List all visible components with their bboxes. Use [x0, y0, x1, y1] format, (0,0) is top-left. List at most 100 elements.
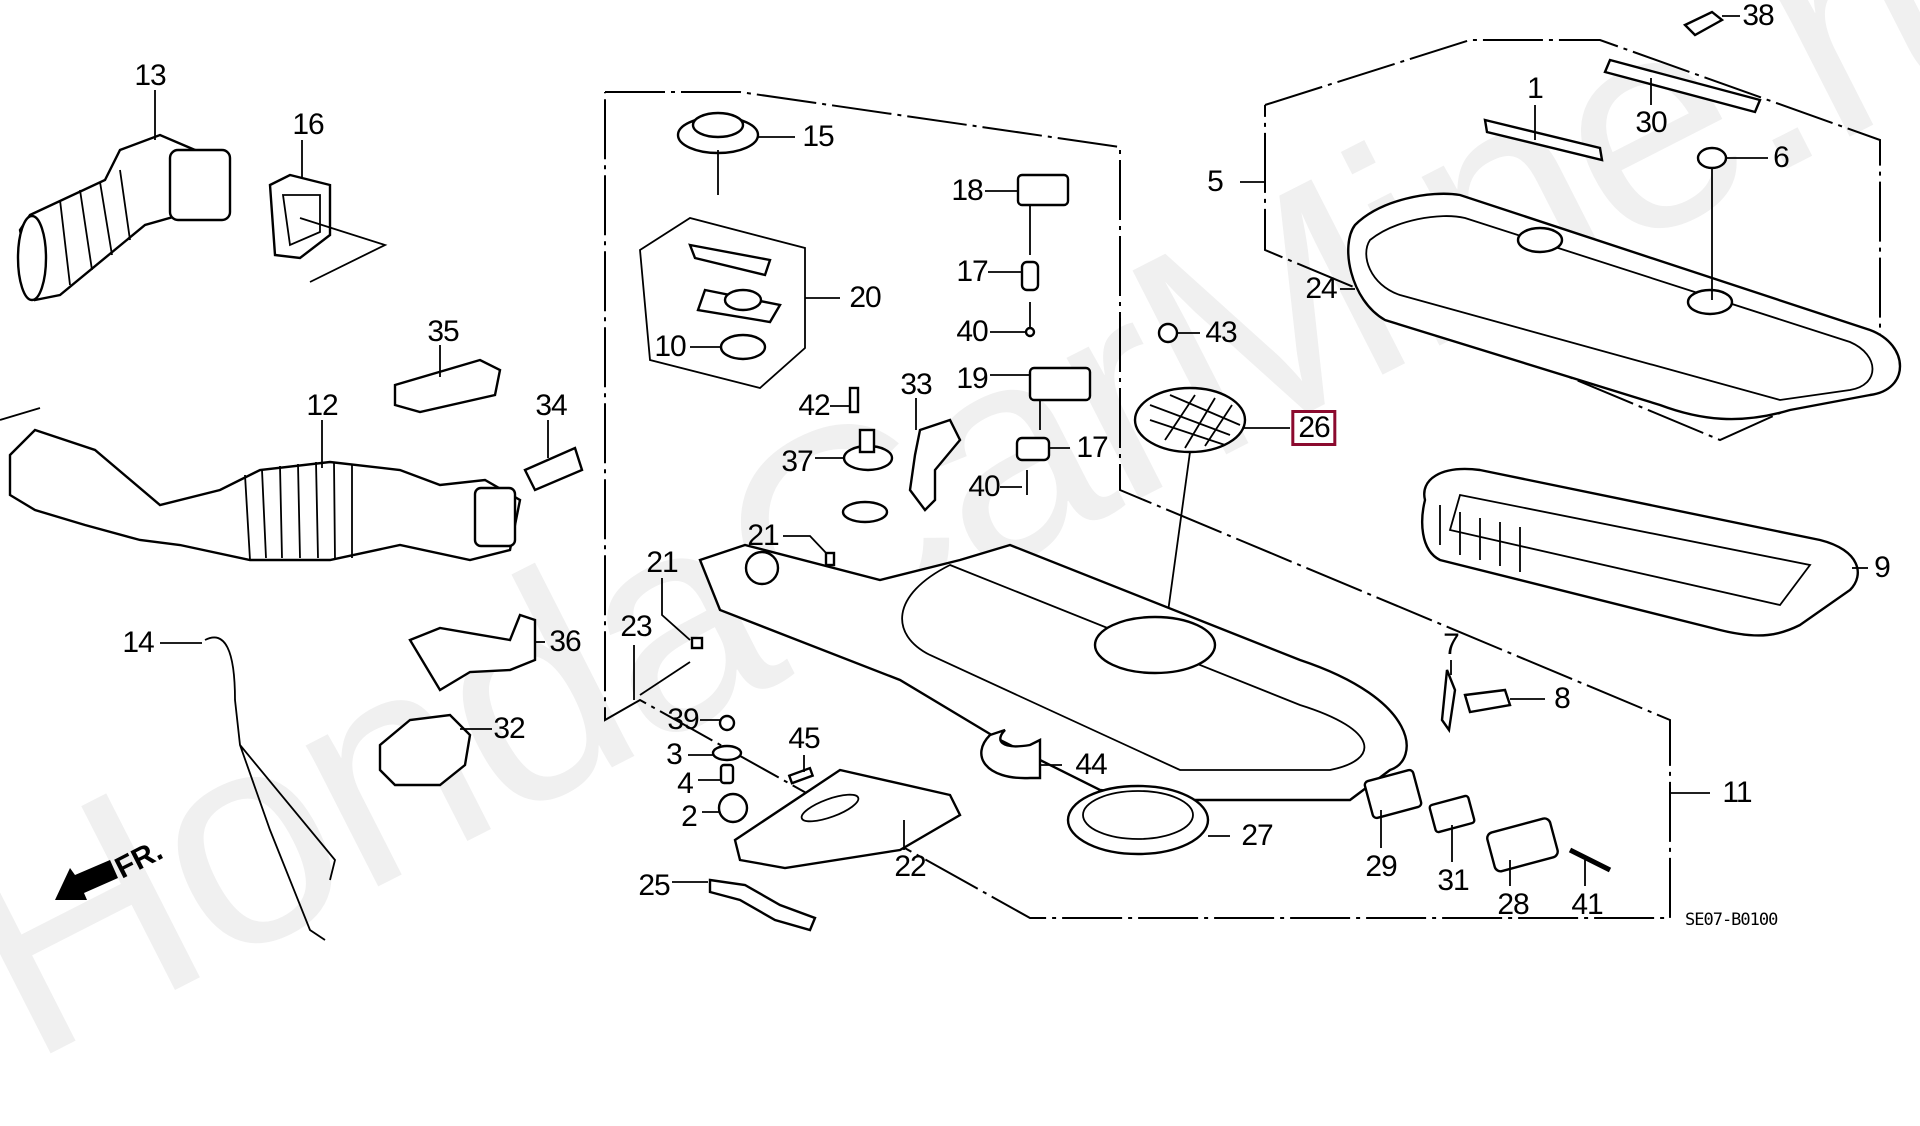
callout-36[interactable]: 36 — [549, 625, 581, 658]
callout-16[interactable]: 16 — [292, 108, 324, 141]
callout-44[interactable]: 44 — [1075, 748, 1107, 781]
part-20-kit — [688, 243, 840, 324]
callout-28[interactable]: 28 — [1497, 888, 1529, 921]
callout-33[interactable]: 33 — [900, 368, 932, 401]
part-42-bolt — [830, 386, 860, 414]
part-44-hose — [980, 728, 1062, 780]
callout-40[interactable]: 40 — [968, 470, 1000, 503]
part-21a-bolt — [783, 535, 836, 567]
callout-6[interactable]: 6 — [1773, 141, 1790, 174]
part-45-bolt — [787, 755, 815, 785]
part-26-screen — [1133, 386, 1290, 671]
callout-17[interactable]: 17 — [1076, 431, 1108, 464]
callout-32[interactable]: 32 — [493, 712, 525, 745]
part-5-cover — [1240, 181, 1902, 421]
callout-15[interactable]: 15 — [802, 120, 834, 153]
callout-37[interactable]: 37 — [781, 445, 813, 478]
callout-2[interactable]: 2 — [681, 800, 698, 833]
callout-4[interactable]: 4 — [677, 767, 694, 800]
part-33-clamp — [908, 398, 962, 512]
diagram-drawing — [0, 10, 1902, 941]
part-28-block — [1486, 817, 1559, 886]
callout-35[interactable]: 35 — [427, 315, 459, 348]
part-16-seal — [268, 140, 388, 283]
part-9-filter — [1421, 467, 1868, 637]
part-8-clip — [1463, 688, 1545, 714]
callout-3[interactable]: 3 — [666, 738, 683, 771]
part-11-housing — [698, 543, 1710, 802]
part-14-rod — [160, 636, 336, 941]
callout-27[interactable]: 27 — [1241, 819, 1273, 852]
callout-13[interactable]: 13 — [134, 59, 166, 92]
part-40b-screw — [1000, 470, 1028, 495]
callout-23[interactable]: 23 — [620, 610, 652, 643]
part-1-label — [1483, 105, 1604, 162]
part-17a-holder — [988, 260, 1040, 292]
part-38-clip — [1682, 10, 1740, 37]
part-27-seal — [1066, 784, 1230, 856]
callout-10[interactable]: 10 — [654, 330, 686, 363]
callout-41[interactable]: 41 — [1571, 888, 1603, 921]
callout-43[interactable]: 43 — [1205, 316, 1237, 349]
part-19-sensor — [990, 366, 1092, 430]
part-31-pad — [1428, 794, 1476, 862]
part-3-washer — [688, 744, 743, 762]
callout-11[interactable]: 11 — [1722, 776, 1752, 809]
part-21b-bolt — [661, 578, 704, 650]
callout-20[interactable]: 20 — [849, 281, 881, 314]
part-41-screw — [1568, 847, 1612, 886]
part-22-bracket — [733, 768, 962, 870]
part-39-nut — [700, 714, 736, 732]
callout-21[interactable]: 21 — [646, 546, 678, 579]
callout-45[interactable]: 45 — [788, 722, 820, 755]
callout-1[interactable]: 1 — [1527, 72, 1544, 105]
part-34-clip — [523, 420, 584, 492]
callout-38[interactable]: 38 — [1742, 0, 1774, 32]
callout-12[interactable]: 12 — [306, 389, 338, 422]
callout-31[interactable]: 31 — [1437, 864, 1469, 897]
callout-21[interactable]: 21 — [747, 519, 779, 552]
callout-22[interactable]: 22 — [894, 850, 926, 883]
part-18-sensor — [985, 173, 1070, 255]
part-32-grommet — [378, 713, 492, 787]
callout-9[interactable]: 9 — [1874, 551, 1891, 584]
part-43-nut — [1157, 322, 1200, 344]
callout-30[interactable]: 30 — [1635, 106, 1667, 139]
diagram-code: SE07-B0100 — [1685, 910, 1778, 930]
callout-40[interactable]: 40 — [956, 315, 988, 348]
part-37-fitting — [815, 428, 894, 524]
part-17b-holder — [1015, 436, 1070, 462]
part-30-label — [1603, 58, 1762, 114]
callout-24[interactable]: 24 — [1305, 272, 1337, 305]
assembly-boundary-11 — [604, 91, 1671, 919]
callout-39[interactable]: 39 — [667, 703, 699, 736]
callout-5[interactable]: 5 — [1207, 165, 1224, 198]
assembly-boundary-5 — [1264, 39, 1881, 442]
callout-14[interactable]: 14 — [122, 626, 154, 659]
callout-34[interactable]: 34 — [535, 389, 567, 422]
part-4-collar — [698, 763, 735, 785]
callout-18[interactable]: 18 — [951, 174, 983, 207]
callout-26-highlighted[interactable]: 26 — [1291, 410, 1337, 446]
callout-8[interactable]: 8 — [1554, 682, 1571, 715]
part-15-vacuum-actuator — [676, 111, 795, 195]
part-29-gasket — [1363, 768, 1423, 848]
part-10-ring — [690, 333, 767, 361]
callout-19[interactable]: 19 — [956, 362, 988, 395]
part-12-intake-tube — [0, 407, 522, 562]
callout-42[interactable]: 42 — [798, 389, 830, 422]
kit-boundary-20 — [639, 217, 806, 389]
part-7-clip — [1440, 660, 1457, 734]
callout-17[interactable]: 17 — [956, 255, 988, 288]
part-23-rod — [633, 645, 691, 700]
part-40a-screw — [990, 302, 1036, 338]
part-13-intake-duct — [16, 90, 232, 302]
callout-25[interactable]: 25 — [638, 869, 670, 902]
callout-29[interactable]: 29 — [1365, 850, 1397, 883]
part-36-bracket — [408, 613, 545, 692]
front-direction-arrow — [55, 860, 118, 900]
part-6-grommet — [1696, 146, 1768, 300]
part-35-bracket — [393, 345, 502, 414]
callout-7[interactable]: 7 — [1443, 628, 1460, 661]
